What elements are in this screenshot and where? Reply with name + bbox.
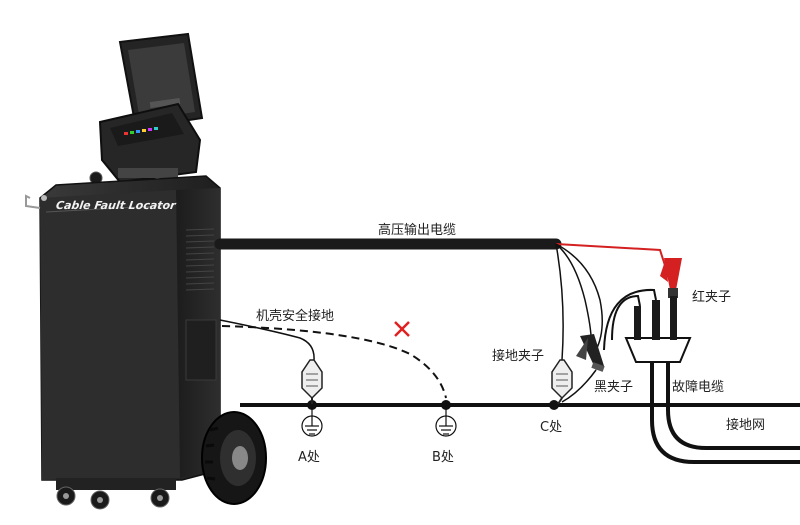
device-cabinet — [25, 175, 221, 481]
chassis-ground-wire — [219, 319, 315, 361]
control-panel-lights-icon — [124, 127, 158, 135]
label-ground-grid: 接地网 — [726, 418, 766, 433]
dashed-ground-path — [221, 325, 447, 399]
label-fault-cable: 故障电缆 — [672, 380, 725, 395]
black-wire-1 — [555, 243, 592, 351]
cable-terminator-icon — [603, 288, 692, 363]
label-black-clamp: 黑夹子 — [594, 380, 634, 395]
ground-symbol-icon-a — [301, 405, 323, 437]
device-brand-text: Cable Fault Locator — [55, 199, 177, 212]
red-clamp-icon — [660, 258, 682, 298]
label-ground-clamp: 接地夹子 — [492, 349, 545, 364]
label-red-clamp: 红夹子 — [692, 290, 732, 305]
cabinet-vents — [185, 228, 215, 291]
label-point-b: B处 — [432, 450, 454, 465]
label-point-c: C处 — [540, 420, 563, 435]
fault-cable — [650, 355, 800, 464]
ground-clamp-wire — [555, 243, 564, 361]
device-caster-wheels — [56, 478, 176, 510]
label-hv-cable: 高压输出电缆 — [378, 223, 457, 238]
black-wire-2 — [555, 243, 603, 351]
device-wheel-large — [201, 411, 267, 505]
ground-node-c — [549, 400, 559, 410]
black-clamp-to-ground-wire — [561, 369, 597, 403]
label-point-a: A处 — [298, 450, 320, 465]
cross-mark-icon — [394, 321, 410, 337]
black-clamp-icon — [576, 334, 605, 372]
clamp-icon-c — [551, 359, 573, 405]
device-control-case — [89, 102, 202, 188]
device-lid — [118, 32, 204, 130]
label-chassis-ground: 机壳安全接地 — [256, 309, 335, 324]
ground-symbol-icon-b — [435, 405, 457, 437]
clamp-icon-a — [301, 359, 323, 404]
